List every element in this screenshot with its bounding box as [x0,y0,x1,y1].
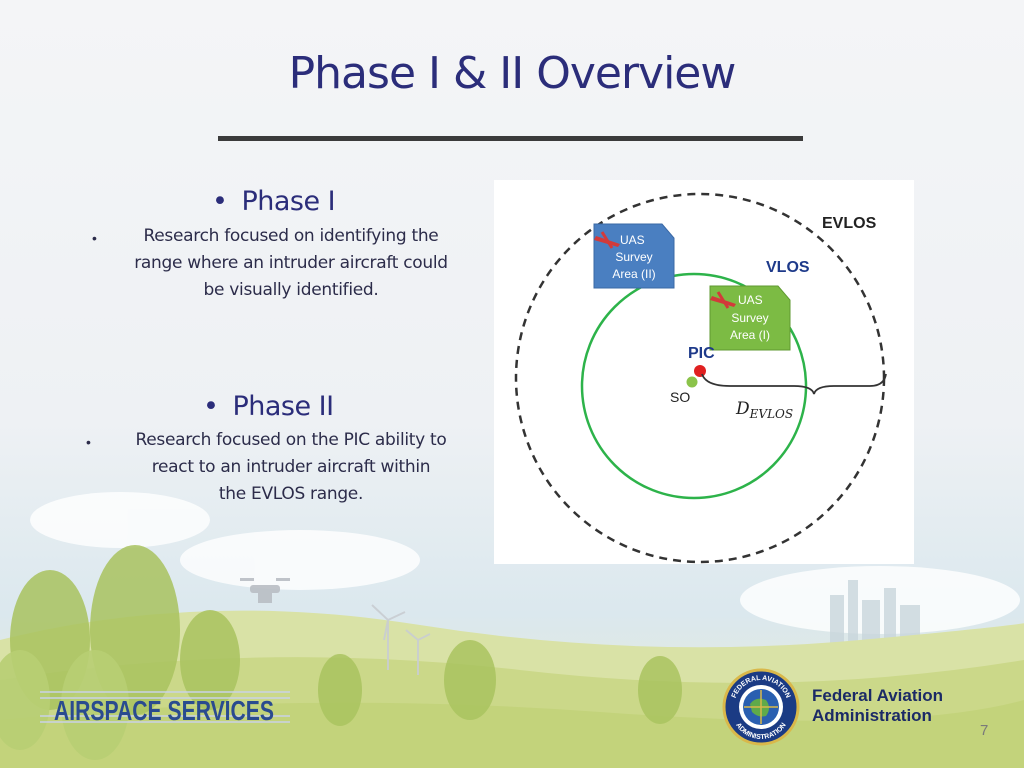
vlos-label: VLOS [766,259,810,276]
pic-label: PIC [688,345,715,362]
bullet-marker: • [203,391,219,422]
so-label: SO [670,389,690,405]
plane-icon [594,231,620,249]
survey-area-1: UAS Survey Area (I) [709,285,791,351]
phase1-body-bullet: • [92,230,97,246]
phase2-body-line: Research focused on the PIC ability to [135,430,447,450]
area1-line: Area (I) [730,328,770,342]
survey-area-2: UAS Survey Area (II) [593,223,675,289]
phase1-body-line: range where an intruder aircraft could [134,253,448,273]
distance-brace [701,373,887,395]
so-dot [686,376,698,388]
evlos-diagram: EVLOS VLOS UAS Survey Area (II) UAS Surv… [514,192,887,564]
area1-line: Survey [731,311,768,325]
faa-name: Federal Aviation Administration [812,686,943,726]
airspace-services-logo: AIRSPACE SERVICES [40,691,290,726]
faa-seal-icon: FEDERAL AVIATION ADMINISTRATION [722,668,800,746]
page-number: 7 [980,722,989,739]
phase2-body-bullet: • [86,434,91,450]
page-title: Phase I & II Overview [288,48,737,99]
faa-name-line2: Administration [812,706,932,725]
phase1-body: Research focused on identifying the rang… [106,223,476,304]
phase2-heading: Phase II [232,391,334,422]
distance-label-main: D [735,399,750,419]
area2-line: Survey [615,250,652,264]
evlos-circle [514,192,886,564]
area2-line: Area (II) [612,267,655,281]
phase1-heading: Phase I [241,186,336,217]
distance-label: DEVLOS [735,399,793,421]
faa-name-line1: Federal Aviation [812,686,943,705]
title-divider [218,136,803,141]
phase2-body: Research focused on the PIC ability to r… [104,427,478,508]
phase1-body-line: Research focused on identifying the [143,226,439,246]
phase2-heading-item: • Phase II [203,391,334,422]
distance-label-sub: EVLOS [749,407,793,421]
phase1-heading-item: • Phase I [212,186,336,217]
phase1-body-line: be visually identified. [203,280,379,300]
bullet-marker: • [212,186,228,217]
evlos-label: EVLOS [822,215,877,232]
area2-line: UAS [620,233,645,247]
plane-icon [710,291,736,309]
phase2-body-line: the EVLOS range. [218,484,364,504]
vlos-circle [580,272,808,500]
phase2-body-line: react to an intruder aircraft within [151,457,431,477]
airspace-services-text: AIRSPACE SERVICES [54,695,274,726]
pic-dot [694,365,706,377]
area1-line: UAS [738,293,763,307]
